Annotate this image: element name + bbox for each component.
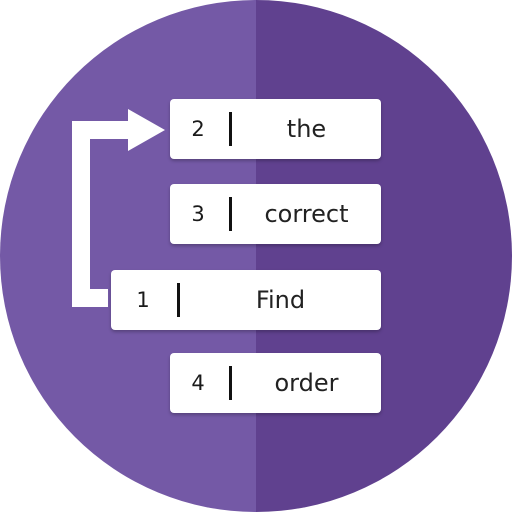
word-card-find[interactable]: 1 Find [111, 270, 381, 330]
circle-left-half [0, 0, 256, 512]
card-number: 2 [191, 117, 205, 141]
word-card-the[interactable]: 2 the [170, 99, 381, 159]
word-card-correct[interactable]: 3 correct [170, 184, 381, 244]
card-word: the [286, 115, 327, 143]
card-number: 4 [191, 371, 205, 395]
card-number: 1 [136, 288, 150, 312]
card-divider [229, 112, 232, 146]
card-word: correct [264, 200, 349, 228]
card-number: 3 [191, 202, 205, 226]
circle-right-half [256, 0, 512, 512]
card-divider [177, 283, 180, 317]
word-card-order[interactable]: 4 order [170, 353, 381, 413]
card-word: order [274, 369, 339, 397]
card-divider [229, 197, 232, 231]
card-divider [229, 366, 232, 400]
card-word: Find [255, 286, 306, 314]
